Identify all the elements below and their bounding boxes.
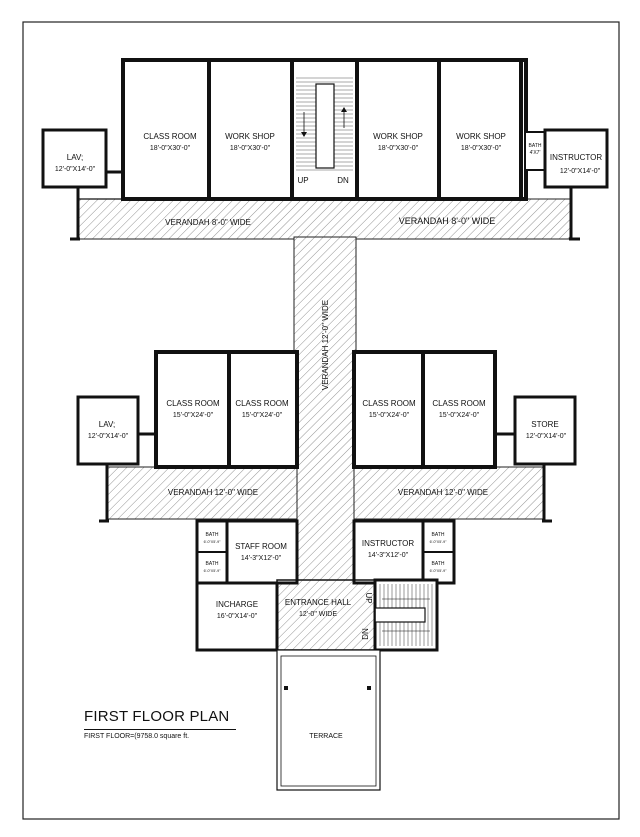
stair-dn-label: DN [337,176,349,185]
entrance-hall-name: ENTRANCE HALL [285,598,352,607]
classroom-m1-dim: 15'-0"X24'-0" [173,412,214,419]
incharge-name: INCHARGE [216,600,258,609]
workshop-2-name: WORK SHOP [373,132,423,141]
plan-title: FIRST FLOOR PLAN [84,708,230,725]
lav-top-dim: 12'-0"X14'-0" [55,166,96,173]
bath-l1-name: BATH [206,532,219,538]
workshop-1-name: WORK SHOP [225,132,275,141]
bath-l2-name: BATH [206,561,219,567]
bath-l2-dim: 6'-0"X5'-9" [204,569,221,573]
workshop-1-dim: 18'-0"X30'-0" [230,145,271,152]
lower-left-block [195,519,299,652]
wall-stubs-top [70,170,580,241]
stair2-up-label: UP [364,592,373,603]
instructor-low-name: INSTRUCTOR [362,539,415,548]
instructor-top-name: INSTRUCTOR [550,153,603,162]
workshop-3-dim: 18'-0"X30'-0" [461,145,502,152]
entrance-hall-dim: 12'-0" WIDE [299,611,337,618]
bath-l1-dim: 6'-0"X5'-9" [204,540,221,544]
classroom-m4-name: CLASS ROOM [432,399,486,408]
incharge-dim: 16'-0"X14'-0" [217,613,258,620]
verandah-top-left-label: VERANDAH 8'-0" WIDE [165,218,251,227]
instructor-top-dim: 12'-0"X14'-0" [560,168,601,175]
terrace-label: TERRACE [309,733,343,740]
lav-top-name: LAV; [67,153,83,162]
lower-right-block [352,519,456,585]
room-labels: CLASS ROOM 18'-0"X30'-0" WORK SHOP 18'-0… [55,132,603,740]
classroom-m3-dim: 15'-0"X24'-0" [369,412,410,419]
stair-up-label: UP [297,176,308,185]
plan-area-note: FIRST FLOOR=(9758.0 square ft. [84,733,190,740]
lav-top-box [41,128,108,189]
lav-mid-name: LAV; [99,420,115,429]
staff-room-name: STAFF ROOM [235,542,287,551]
bath-r1-dim: 6'-0"X5'-9" [430,540,447,544]
classroom-m2-dim: 15'-0"X24'-0" [242,412,283,419]
classroom-m2-name: CLASS ROOM [235,399,289,408]
middle-left-block [76,350,299,523]
staircase-lower [373,578,439,652]
verandah-labels: VERANDAH 8'-0" WIDE VERANDAH 8'-0" WIDE … [165,216,495,497]
bath-r2-dim: 6'-0"X5'-9" [430,569,447,573]
store-dim: 12'-0"X14'-0" [526,433,567,440]
instructor-top-box [543,128,609,189]
bath-r2-name: BATH [432,561,445,567]
instructor-low-dim: 14'-3"X12'-0" [368,552,409,559]
classroom-top-dim: 18'-0"X30'-0" [150,145,191,152]
bath-top-name: BATH [529,143,542,149]
bath-top-dim: 4'X7' [530,150,541,156]
lav-mid-dim: 12'-0"X14'-0" [88,433,129,440]
bath-r1-name: BATH [432,532,445,538]
verandah-mid-left-label: VERANDAH 12'-0" WIDE [168,488,258,497]
verandah-areas [77,198,572,651]
staircase-top [296,77,353,171]
workshop-2-dim: 18'-0"X30'-0" [378,145,419,152]
classroom-top-name: CLASS ROOM [143,132,197,141]
staff-room-dim: 14'-3"X12'-0" [241,555,282,562]
classroom-m3-name: CLASS ROOM [362,399,416,408]
classroom-m1-name: CLASS ROOM [166,399,220,408]
verandah-top-right-label: VERANDAH 8'-0" WIDE [399,216,495,226]
verandah-mid-right-label: VERANDAH 12'-0" WIDE [398,488,488,497]
workshop-3-name: WORK SHOP [456,132,506,141]
terrace-area [276,649,381,791]
sheet-border [22,21,620,820]
classroom-m4-dim: 15'-0"X24'-0" [439,412,480,419]
middle-right-block [352,350,577,523]
verandah-vertical-label: VERANDAH 12'-0" WIDE [321,300,330,390]
title-underline [84,729,236,730]
store-name: STORE [531,420,558,429]
stair2-dn-label: DN [361,628,370,640]
